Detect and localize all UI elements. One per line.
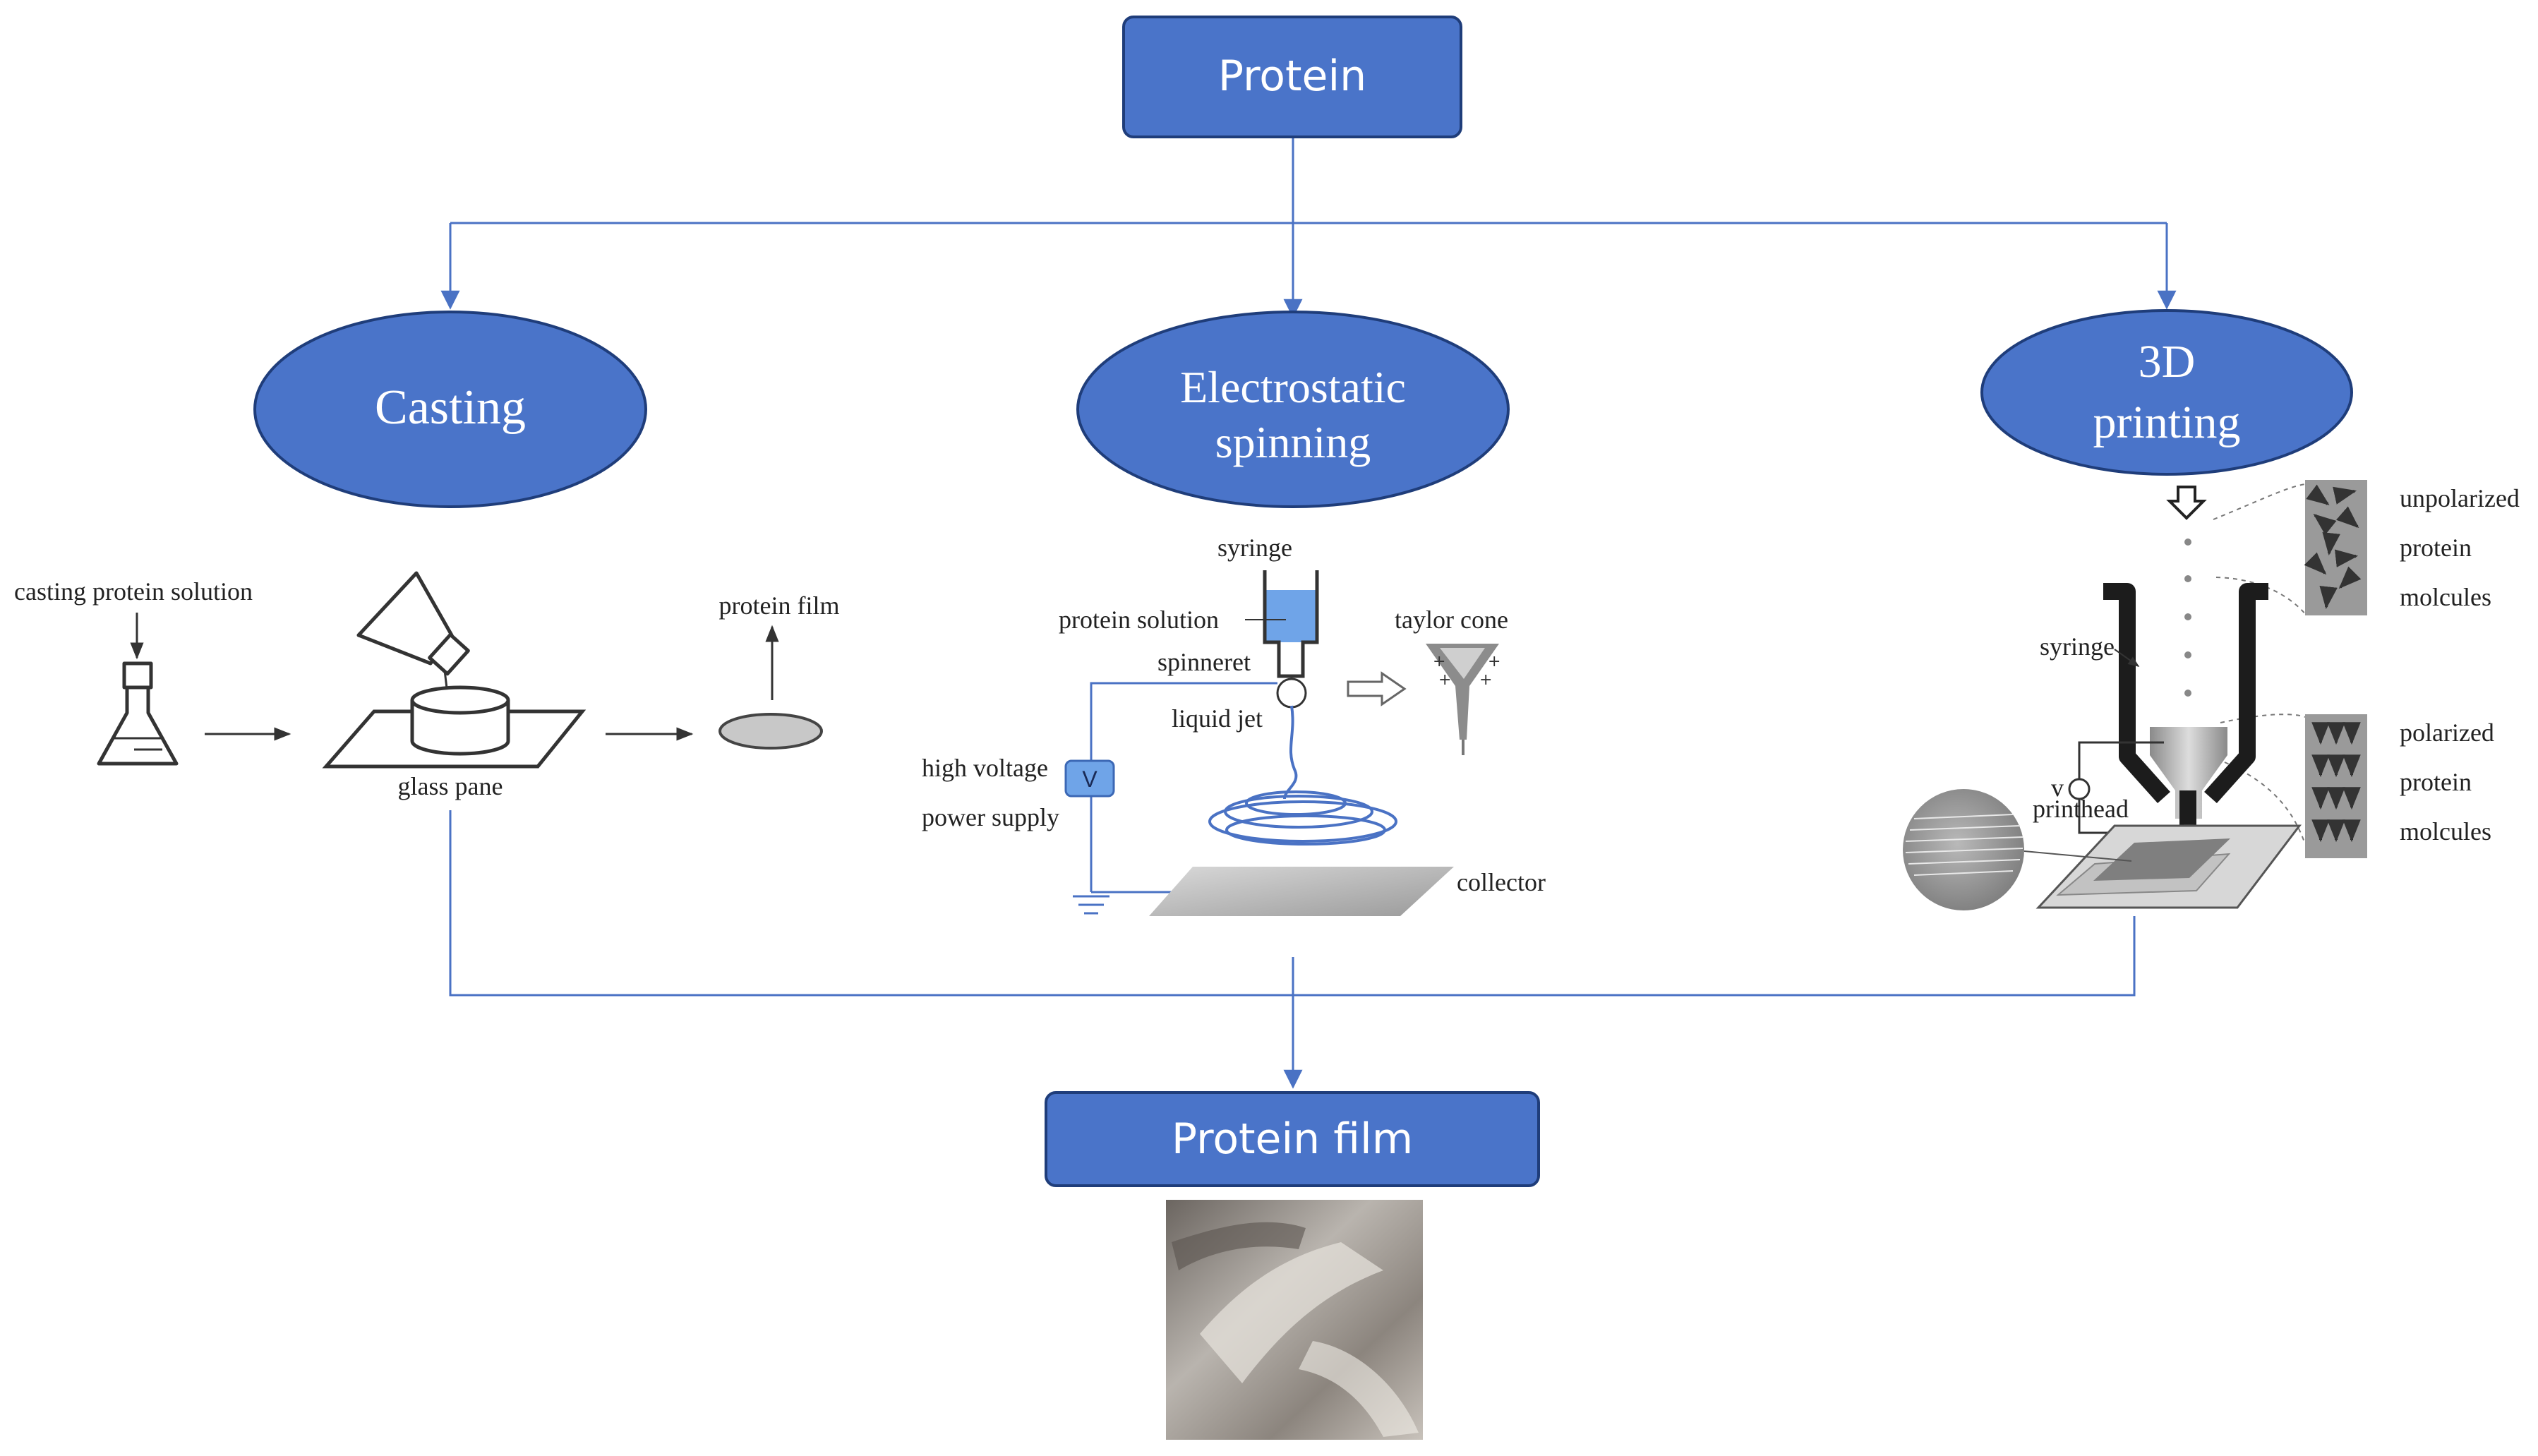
power-supply-label: power supply bbox=[922, 803, 1059, 831]
protein-film-disc bbox=[718, 713, 823, 750]
syringe-icon bbox=[2103, 583, 2268, 844]
film-photo bbox=[1166, 1200, 1423, 1440]
protein-film-label: protein film bbox=[719, 591, 840, 620]
hollow-arrow-icon bbox=[1347, 671, 1407, 706]
protein-box-label: Protein bbox=[1218, 52, 1366, 101]
electrostatic-oval-line2: spinning bbox=[1215, 417, 1371, 467]
svg-text:+: + bbox=[1488, 653, 1500, 670]
flow-connectors bbox=[440, 138, 2177, 1089]
3d-printing-illustration: syringe v printhead bbox=[1903, 480, 2520, 910]
casting-oval: Casting bbox=[253, 311, 647, 508]
svg-text:+: + bbox=[1479, 671, 1492, 689]
polarized-panel bbox=[2305, 714, 2367, 858]
voltage-box bbox=[1064, 759, 1115, 798]
hollow-arrow-icon bbox=[2166, 486, 2207, 520]
high-voltage-label: high voltage bbox=[922, 754, 1048, 782]
protein-film-box: Protein film bbox=[1045, 1091, 1540, 1187]
3d-printing-oval-line2: printing bbox=[2093, 397, 2241, 448]
printhead-label: printhead bbox=[2033, 795, 2129, 823]
electrospinning-illustration: syringe protein solution spinneret liqui… bbox=[922, 534, 1546, 916]
unpolarized-line3: molcules bbox=[2400, 583, 2491, 611]
liquid-jet-label: liquid jet bbox=[1172, 704, 1263, 733]
taylor-cone-icon: + + + + bbox=[1426, 644, 1500, 755]
unpolarized-line2: protein bbox=[2400, 534, 2472, 562]
polarized-line2: protein bbox=[2400, 768, 2472, 796]
magnified-view bbox=[1903, 789, 2132, 910]
leader-arrow bbox=[2114, 649, 2140, 667]
polarized-line3: molcules bbox=[2400, 817, 2491, 846]
voltage-symbol: V bbox=[1082, 766, 1097, 792]
3d-printing-oval-line1: 3D bbox=[2139, 336, 2196, 387]
svg-text:+: + bbox=[1433, 653, 1445, 670]
electrostatic-oval-line1: Electrostatic bbox=[1180, 362, 1406, 412]
casting-solution-label: casting protein solution bbox=[14, 577, 253, 606]
casting-oval-label: Casting bbox=[375, 380, 526, 435]
taylor-cone-label: taylor cone bbox=[1395, 606, 1508, 634]
printed-film bbox=[2093, 838, 2230, 881]
ground-icon bbox=[1073, 895, 1109, 915]
voltage-source-icon bbox=[2068, 778, 2091, 800]
protein-box: Protein bbox=[1122, 16, 1462, 138]
protein-film-box-label: Protein film bbox=[1172, 1114, 1413, 1164]
syringe-label: syringe bbox=[1217, 534, 1292, 562]
glass-pane-label: glass pane bbox=[398, 772, 503, 800]
protein-solution-label: protein solution bbox=[1059, 606, 1219, 634]
flask-icon bbox=[97, 661, 179, 766]
petri-dish-icon bbox=[322, 685, 587, 769]
casting-illustration: casting protein solution glass pane prot… bbox=[14, 571, 840, 800]
spinneret-label: spinneret bbox=[1157, 648, 1251, 676]
svg-text:+: + bbox=[1438, 671, 1451, 689]
voltage-symbol-3d: v bbox=[2051, 774, 2064, 802]
polarized-line1: polarized bbox=[2400, 718, 2494, 747]
syringe-icon bbox=[1263, 570, 1319, 709]
3d-printing-oval: 3D printing bbox=[1980, 309, 2353, 476]
fiber-jet bbox=[1208, 705, 1397, 846]
collector-plate bbox=[1149, 867, 1454, 916]
electrostatic-oval: Electrostatic spinning bbox=[1076, 311, 1510, 508]
droplet-stream bbox=[2184, 539, 2191, 697]
unpolarized-panel bbox=[2304, 480, 2367, 615]
unpolarized-line1: unpolarized bbox=[2400, 484, 2520, 512]
collector-label: collector bbox=[1457, 868, 1546, 896]
syringe-label-3d: syringe bbox=[2040, 632, 2115, 661]
